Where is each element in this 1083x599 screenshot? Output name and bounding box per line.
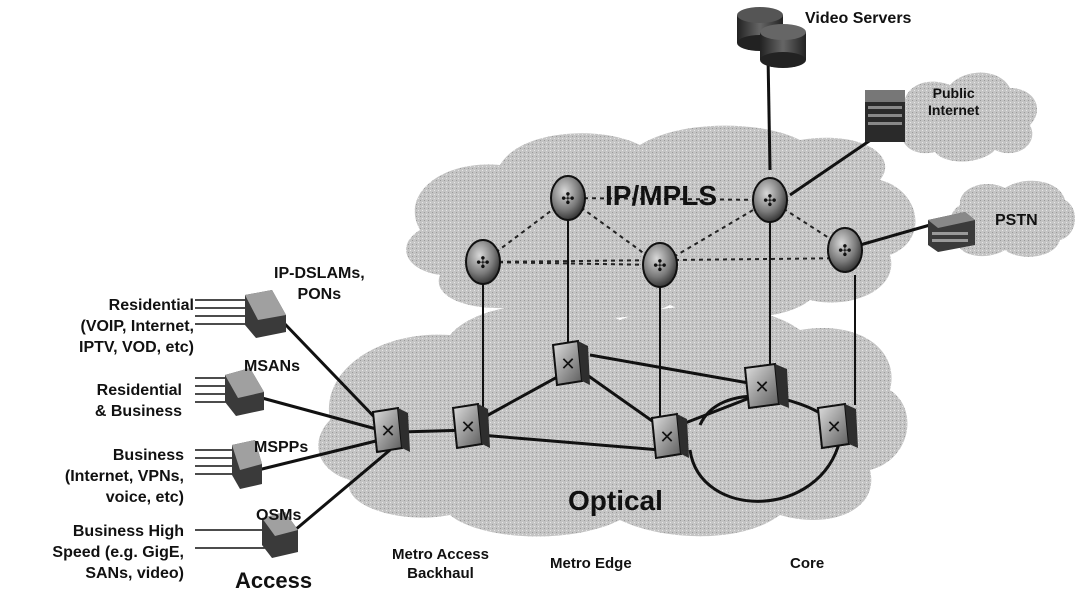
mspps-label: MSPPs xyxy=(254,439,309,456)
core-label: Core xyxy=(790,555,825,572)
router-icon: ✣ xyxy=(642,242,678,288)
svg-text:✕: ✕ xyxy=(560,354,575,375)
ip-mpls-title: IP/MPLS xyxy=(605,180,718,211)
optical-cloud xyxy=(318,304,908,537)
msans-label: MSANs xyxy=(244,358,301,375)
pstn-cloud xyxy=(949,180,1076,257)
svg-text:✕: ✕ xyxy=(659,427,674,448)
cross-connect-icon: ✕ xyxy=(743,362,789,410)
svg-text:✣: ✣ xyxy=(476,253,489,272)
osm-device-icon xyxy=(262,512,298,558)
svg-text:✕: ✕ xyxy=(826,417,841,438)
cross-connect-icon: ✕ xyxy=(816,402,858,450)
public-internet-label: Public Internet xyxy=(928,85,980,118)
cross-connect-icon: ✕ xyxy=(551,339,590,387)
svg-text:✣: ✣ xyxy=(653,256,666,275)
ip-mpls-cloud xyxy=(406,125,916,319)
msan-device-icon xyxy=(225,368,264,416)
business-high-speed-label: Business High Speed (e.g. GigE, SANs, vi… xyxy=(52,523,184,582)
svg-text:✣: ✣ xyxy=(763,191,776,210)
router-icon: ✣ xyxy=(550,175,586,221)
svg-text:✣: ✣ xyxy=(838,241,851,260)
business-label: Business (Internet, VPNs, voice, etc) xyxy=(64,447,184,506)
video-servers-label: Video Servers xyxy=(805,10,912,27)
router-icon: ✣ xyxy=(827,227,863,273)
internet-server-icon xyxy=(865,90,905,142)
pstn-switch-icon xyxy=(928,212,975,252)
cross-connect-icon: ✕ xyxy=(650,412,689,460)
metro-access-backhaul-label: Metro Access Backhaul xyxy=(392,546,489,582)
svg-text:✣: ✣ xyxy=(561,189,574,208)
cross-connect-icon: ✕ xyxy=(371,406,410,454)
osms-label: OSMs xyxy=(256,507,302,524)
optical-title: Optical xyxy=(568,485,663,516)
pstn-label: PSTN xyxy=(995,212,1038,229)
router-icon: ✣ xyxy=(752,177,788,223)
ip-dslam-device-icon xyxy=(245,290,286,338)
mspp-device-icon xyxy=(232,440,262,489)
video-servers-icon xyxy=(737,7,806,68)
svg-text:✕: ✕ xyxy=(754,377,769,398)
router-icon: ✣ xyxy=(465,239,501,285)
residential-business-label: Residential & Business xyxy=(94,382,182,420)
ip-dslams-label: IP-DSLAMs, PONs xyxy=(274,265,365,303)
metro-edge-label: Metro Edge xyxy=(550,555,632,572)
residential-label: Residential (VOIP, Internet, IPTV, VOD, … xyxy=(79,297,194,356)
public-internet-cloud xyxy=(901,72,1038,162)
svg-text:✕: ✕ xyxy=(460,417,475,438)
cross-connect-icon: ✕ xyxy=(451,402,490,450)
access-label: Access xyxy=(235,568,313,593)
svg-text:✕: ✕ xyxy=(380,421,395,442)
